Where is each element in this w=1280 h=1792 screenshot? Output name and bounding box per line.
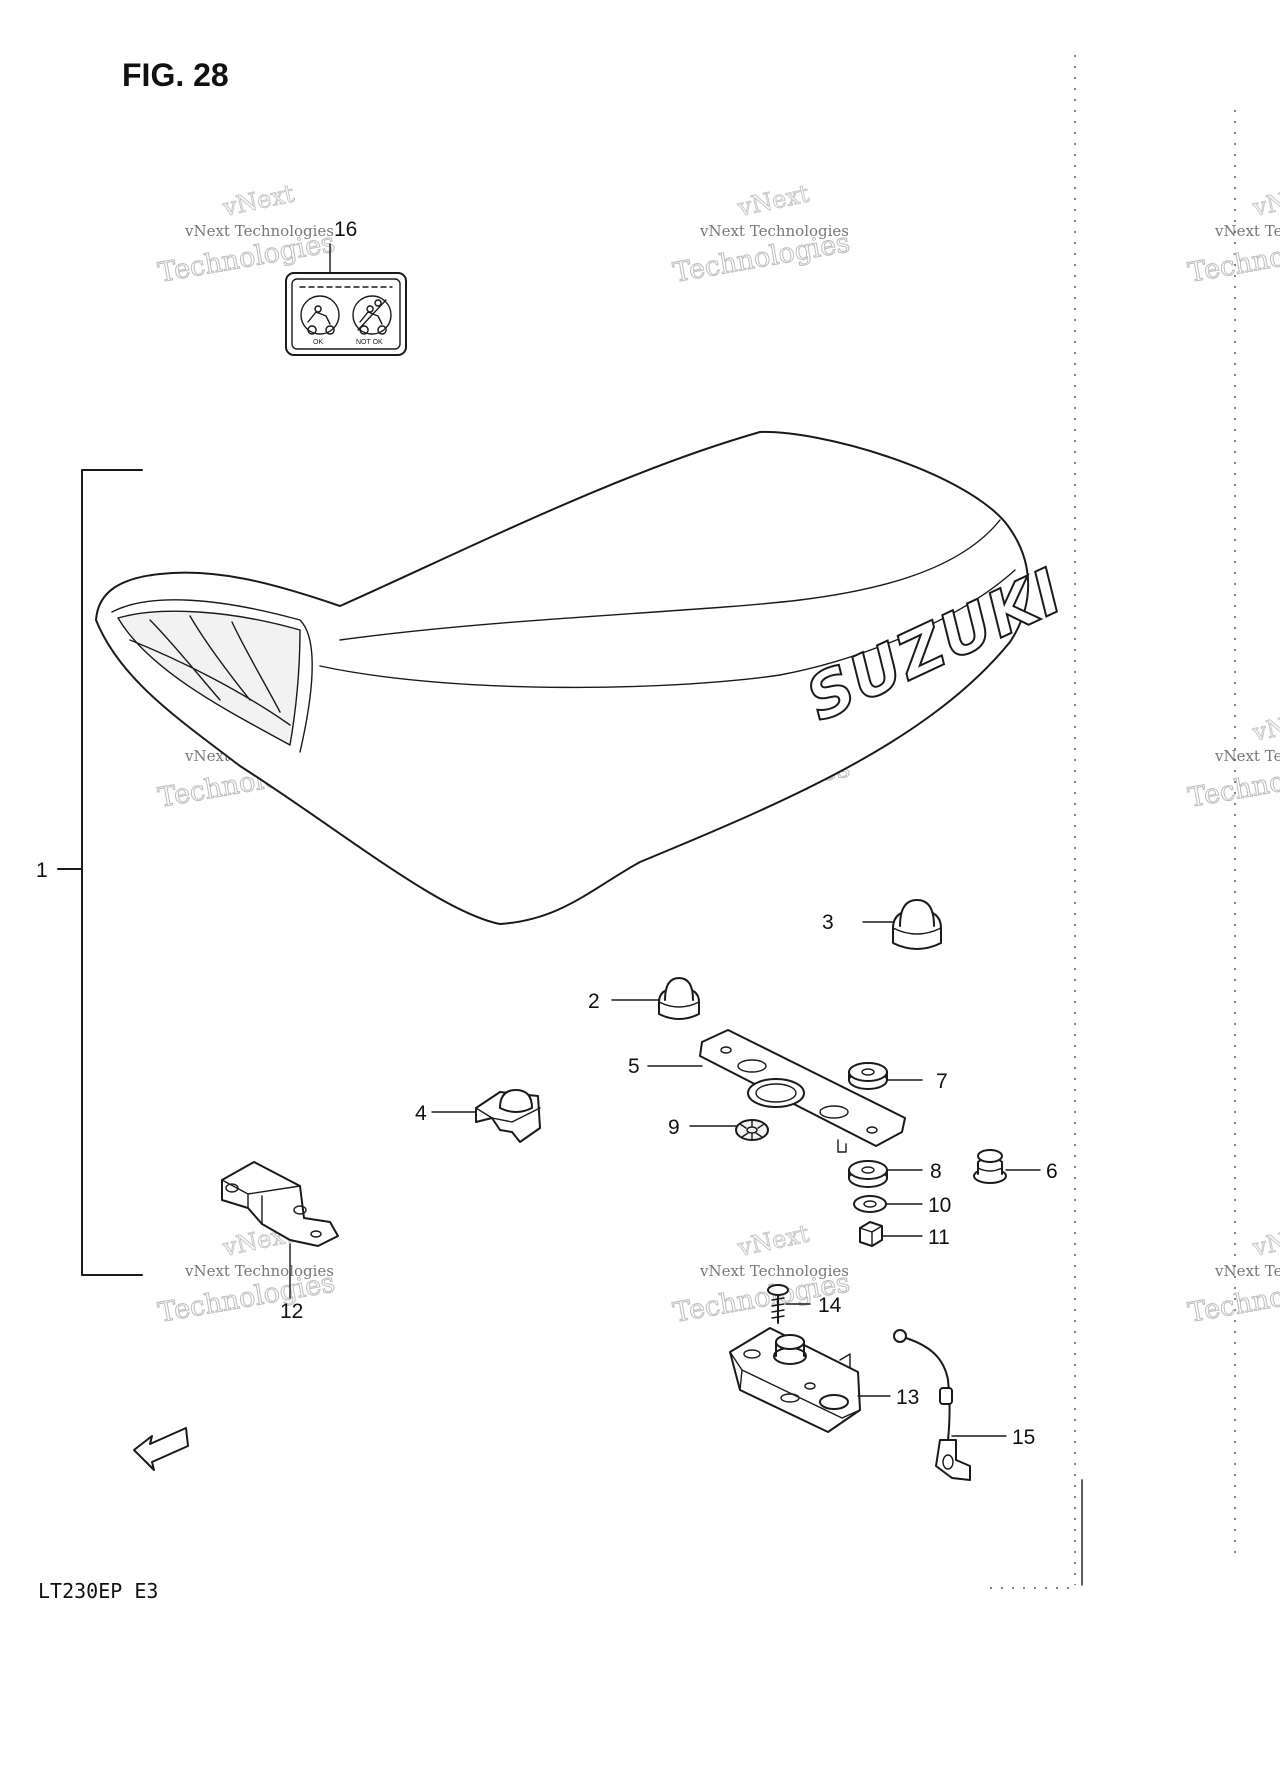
seat: SUZUKI [95,430,1075,925]
callout-14: 14 [818,1294,842,1317]
model-code: LT230EP E3 [38,1579,158,1603]
svg-text:vNext: vNext [1249,1219,1280,1262]
scan-border [990,55,1236,1589]
callout-12: 12 [280,1300,303,1323]
warning-label: OK NOT OK [285,272,407,356]
watermark: vNext vNext Technologies Technologies [1185,704,1280,814]
callout-13: 13 [896,1386,919,1409]
svg-text:vNext Technologies: vNext Technologies [699,1262,849,1280]
callout-16: 16 [334,218,357,241]
svg-text:vNext Technologies: vNext Technologies [184,222,334,240]
seat-assembly-bracket [57,469,143,1276]
cushion-small [658,977,700,1020]
cushion-large [892,899,942,950]
svg-text:vNext Technologies: vNext Technologies [184,1262,334,1280]
svg-text:vNext: vNext [219,179,297,222]
callout-2: 2 [588,990,600,1013]
spacer-8 [848,1160,888,1188]
seat-lock-cable [893,1329,971,1481]
forward-arrow: FWD [133,1427,189,1471]
callout-3: 3 [822,911,834,934]
svg-text:vNext: vNext [1249,179,1280,222]
callout-5: 5 [628,1055,640,1078]
push-nut [735,1119,769,1141]
svg-text:vNext Technologies: vNext Technologies [1214,747,1280,765]
seat-lock-assembly [729,1327,861,1433]
callout-7: 7 [936,1070,948,1093]
callout-labels: 1 2 3 4 5 6 7 8 9 10 11 12 13 14 15 16 [36,218,1058,1449]
cushion-rubber [973,1149,1007,1184]
washer [853,1195,887,1213]
seat-hook-cushion [475,1089,541,1143]
watermark: vNext vNext Technologies Technologies [1185,1219,1280,1329]
callout-11: 11 [928,1226,950,1249]
seat-hook-bracket [221,1161,339,1299]
svg-text:vNext Technologies: vNext Technologies [1214,222,1280,240]
nut [859,1221,883,1247]
svg-text:vNext: vNext [734,1219,812,1262]
screw [767,1284,789,1324]
leader-lines [329,243,1041,1437]
callout-8: 8 [930,1160,942,1183]
spacer-7 [848,1062,888,1090]
svg-text:vNext Technologies: vNext Technologies [699,222,849,240]
seat-lock-plate [699,1029,906,1153]
watermark: vNext vNext Technologies Technologies [670,179,852,289]
callout-9: 9 [668,1116,680,1139]
svg-text:vNext: vNext [734,179,812,222]
label-not-ok-caption: NOT OK [356,339,383,346]
svg-text:vNext Technologies: vNext Technologies [1214,1262,1280,1280]
callout-1: 1 [36,859,48,882]
svg-text:vNext: vNext [1249,704,1280,747]
callout-6: 6 [1046,1160,1058,1183]
label-ok-caption: OK [313,339,323,346]
watermark: vNext vNext Technologies Technologies [1185,179,1280,289]
figure-title: FIG. 28 [122,57,229,93]
callout-10: 10 [928,1194,951,1217]
callout-4: 4 [415,1102,427,1125]
callout-15: 15 [1012,1426,1035,1449]
